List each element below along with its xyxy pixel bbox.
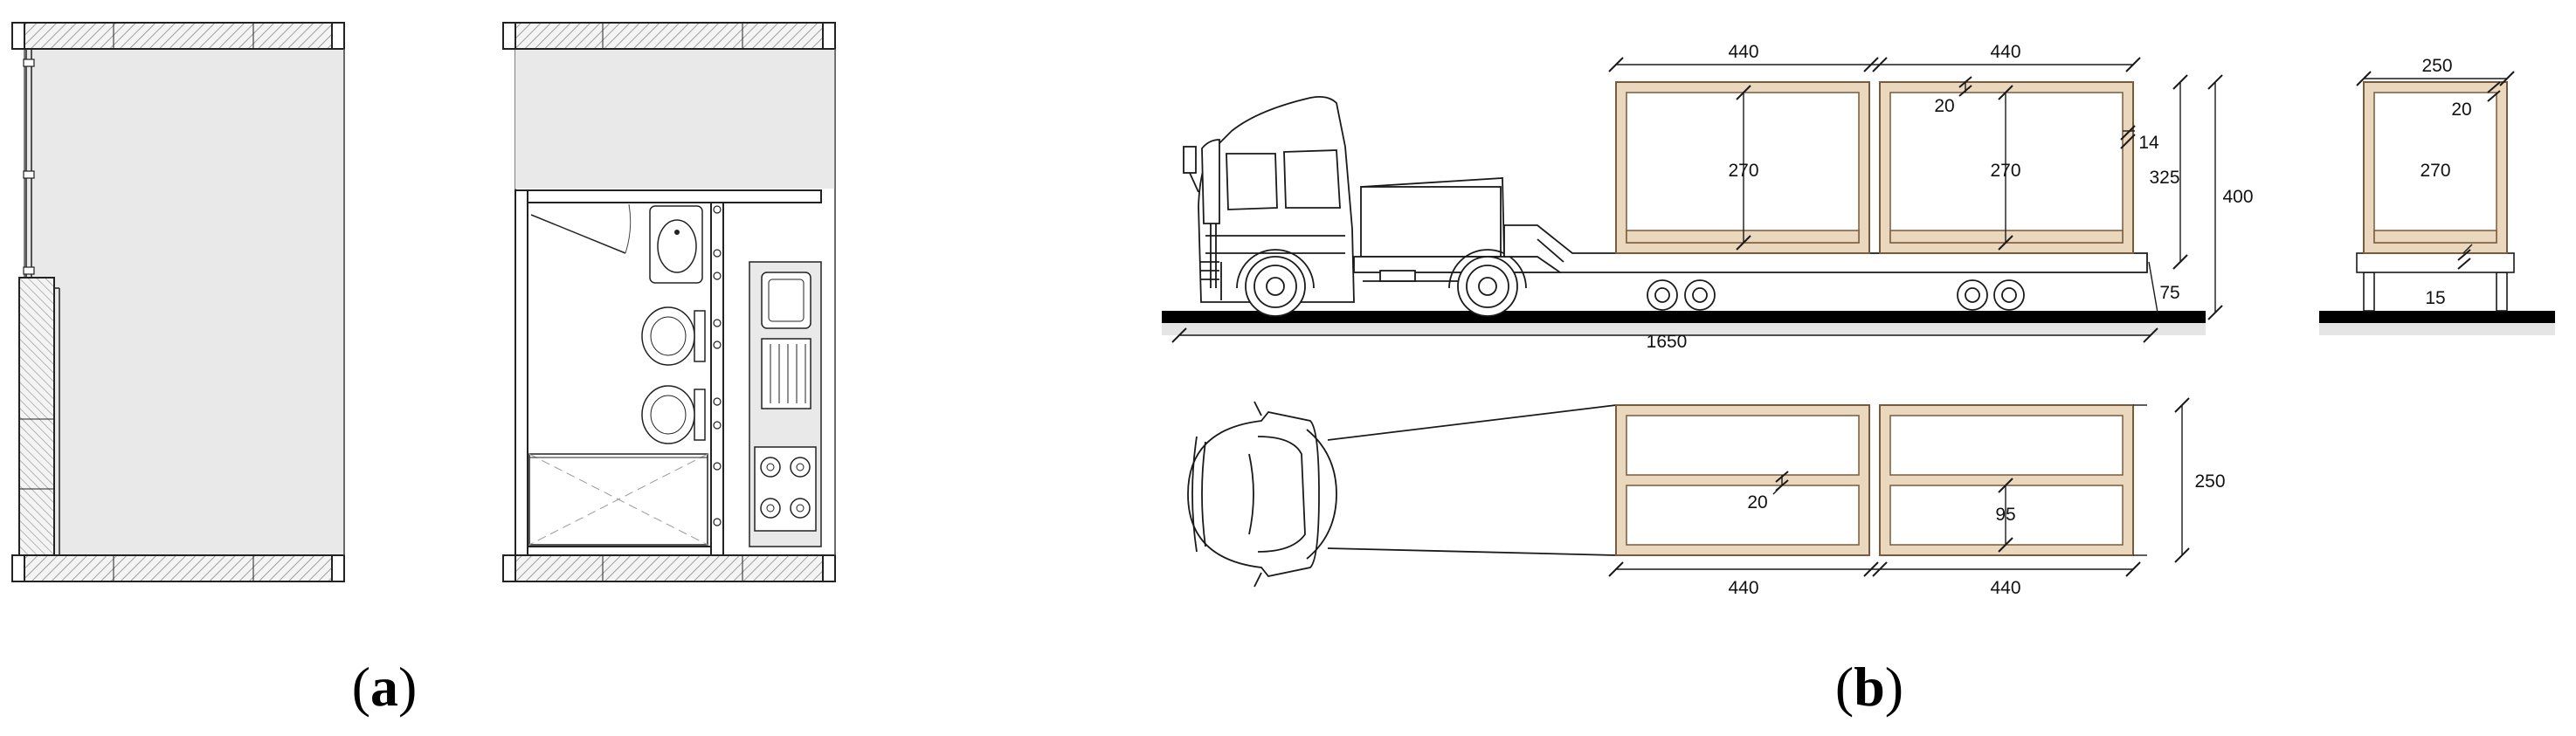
truck-side-view bbox=[1162, 95, 2206, 335]
dim-side-module-height: 325 bbox=[2149, 168, 2179, 188]
dim-side-beam: 14 bbox=[2138, 133, 2159, 153]
dim-side-total-length: 1650 bbox=[1647, 332, 1688, 352]
caption-a: (a) bbox=[352, 656, 418, 718]
dim-plan-width-right: 440 bbox=[1990, 578, 2020, 598]
dim-end-width: 250 bbox=[2421, 56, 2452, 76]
dim-side-total-height: 400 bbox=[2222, 187, 2253, 207]
dim-side-wall: 20 bbox=[1934, 96, 1954, 116]
plan-view-dimension-labels: 20 95 250 440 440 bbox=[1728, 471, 2225, 598]
end-view-dimension-labels: 250 20 270 15 bbox=[2420, 56, 2471, 308]
caption-b-letter: b bbox=[1854, 656, 1885, 718]
dim-plan-half-width: 95 bbox=[1995, 505, 2015, 525]
dim-end-interior-height: 270 bbox=[2420, 161, 2450, 181]
caption-b: (b) bbox=[1835, 656, 1903, 718]
truck-plan-view bbox=[1187, 401, 1617, 588]
dim-side-width-left: 440 bbox=[1728, 42, 1758, 62]
dim-side-platform: 75 bbox=[2159, 283, 2179, 303]
plan-view-dimensions bbox=[1608, 397, 2190, 577]
caption-a-letter: a bbox=[370, 656, 398, 718]
dim-end-wall: 20 bbox=[2451, 100, 2471, 120]
floor-plan-empty-module bbox=[11, 22, 345, 582]
dim-side-width-right: 440 bbox=[1990, 42, 2020, 62]
dim-plan-total-width: 250 bbox=[2194, 471, 2225, 492]
side-view-dimensions bbox=[1171, 57, 2223, 343]
dim-side-height-left: 270 bbox=[1728, 161, 1758, 181]
side-view-dimension-labels: 440 440 270 270 20 14 325 400 75 1650 bbox=[1647, 42, 2254, 352]
dim-side-height-right: 270 bbox=[1990, 161, 2020, 181]
svg-text:(a): (a) bbox=[352, 656, 418, 718]
svg-text:(b): (b) bbox=[1835, 656, 1903, 718]
module-side-left bbox=[1615, 81, 1870, 254]
module-plan-right bbox=[1879, 404, 2134, 556]
end-view-dimensions bbox=[2356, 71, 2515, 270]
dim-plan-width-left: 440 bbox=[1728, 578, 1758, 598]
module-plan-left bbox=[1615, 404, 1870, 556]
dim-plan-beam: 20 bbox=[1747, 492, 1767, 512]
dim-end-base: 15 bbox=[2425, 288, 2445, 308]
module-end-view bbox=[2319, 81, 2555, 335]
floor-plan-service-module bbox=[502, 22, 836, 582]
